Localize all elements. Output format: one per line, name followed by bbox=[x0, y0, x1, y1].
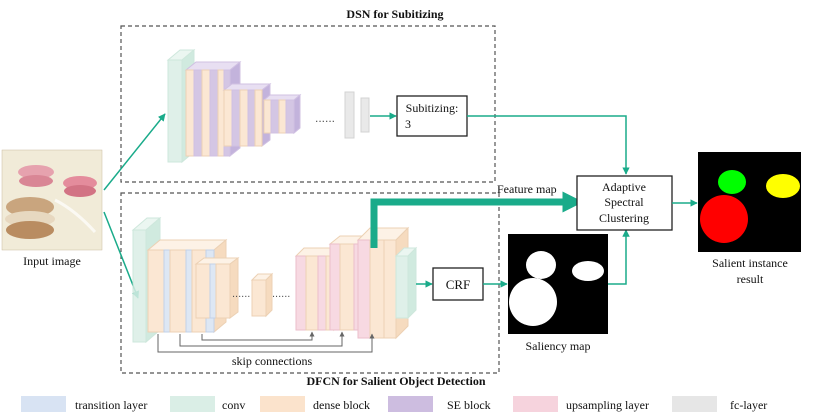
legend-swatch-transition-layer bbox=[21, 396, 66, 412]
skip-connections-label: skip connections bbox=[232, 354, 313, 368]
input-image bbox=[1, 149, 103, 251]
dsn-title: DSN for Subitizing bbox=[346, 7, 443, 21]
crf-box bbox=[432, 267, 484, 301]
clustering-box bbox=[576, 175, 673, 231]
skip-connections bbox=[157, 331, 375, 353]
dsn-network: ...... bbox=[166, 48, 370, 164]
dfcn-ellipsis-2: ...... bbox=[272, 288, 290, 300]
legend-label-transition-layer: transition layer bbox=[75, 398, 147, 412]
input-image-label: Input image bbox=[23, 254, 81, 268]
dsn-dense-se-block-3 bbox=[262, 93, 302, 135]
dfcn-title: DFCN for Salient Object Detection bbox=[306, 374, 485, 388]
result-image bbox=[698, 152, 801, 252]
legend-swatch-fc-layer bbox=[672, 396, 717, 412]
crf-label: CRF bbox=[446, 277, 471, 292]
dsn-fc-layer-1 bbox=[344, 91, 355, 139]
dfcn-box bbox=[120, 192, 500, 374]
result-label-2: result bbox=[737, 272, 764, 286]
legend-label-upsampling-layer: upsampling layer bbox=[566, 398, 649, 412]
dsn-dense-se-block-2 bbox=[222, 83, 272, 147]
legend-swatch-se-block bbox=[388, 396, 433, 412]
feature-map-label: Feature map bbox=[497, 182, 557, 196]
legend-swatch-conv bbox=[170, 396, 215, 412]
legend: transition layer conv dense block SE blo… bbox=[21, 396, 767, 412]
arrow-subitizing-to-clustering bbox=[467, 115, 630, 175]
subitizing-value: 3 bbox=[405, 117, 411, 131]
saliency-map-label: Saliency map bbox=[526, 339, 591, 353]
dsn-box bbox=[120, 25, 496, 183]
legend-label-conv: conv bbox=[222, 398, 245, 412]
dsn-fc-layer-2 bbox=[360, 97, 370, 133]
legend-label-dense-block: dense block bbox=[313, 398, 370, 412]
legend-label-fc-layer: fc-layer bbox=[730, 398, 767, 412]
legend-swatch-upsampling-layer bbox=[513, 396, 558, 412]
subitizing-box bbox=[396, 95, 468, 137]
feature-map-arrow bbox=[370, 191, 584, 248]
dfcn-encoder-block-2 bbox=[194, 257, 240, 319]
saliency-map bbox=[508, 234, 608, 334]
clustering-line-1: Adaptive bbox=[602, 180, 646, 194]
legend-label-se-block: SE block bbox=[447, 398, 491, 412]
dsn-ellipsis: ...... bbox=[315, 111, 335, 125]
clustering-line-2: Spectral bbox=[604, 195, 644, 209]
clustering-line-3: Clustering bbox=[599, 211, 649, 225]
result-label-1: Salient instance bbox=[712, 256, 788, 270]
subitizing-label: Subitizing: bbox=[406, 101, 459, 115]
arrow-input-to-dfcn bbox=[103, 211, 140, 299]
dfcn-output-conv bbox=[394, 246, 418, 320]
legend-swatch-dense-block bbox=[260, 396, 305, 412]
dfcn-network: ...... ...... bbox=[131, 216, 418, 344]
dfcn-middle-block bbox=[250, 272, 274, 318]
arrow-saliency-to-clustering bbox=[608, 229, 630, 285]
dfcn-ellipsis-1: ...... bbox=[232, 288, 250, 300]
arrow-input-to-dsn bbox=[103, 113, 166, 191]
